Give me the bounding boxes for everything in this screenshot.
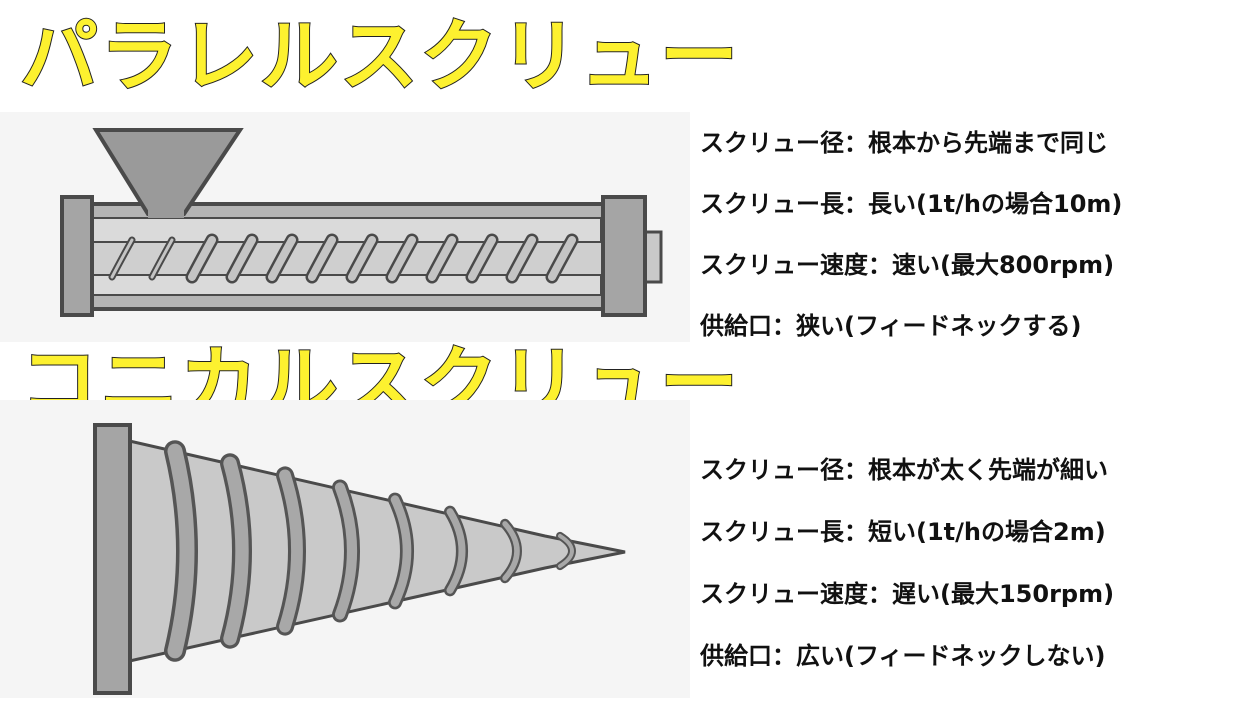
screw-flight (428, 236, 456, 281)
screw-flight (150, 238, 174, 279)
hopper-throat (148, 204, 184, 218)
screw-flight (548, 236, 576, 281)
parallel-screw-illustration (0, 112, 690, 342)
screw-flight (188, 236, 216, 281)
parallel-spec-list: スクリュー径：根本から先端まで同じ スクリュー長：長い(1t/hの場合10m) … (700, 128, 1122, 372)
screw-flight (558, 533, 574, 569)
spec-diameter: スクリュー径：根本から先端まで同じ (700, 129, 1108, 157)
screw-flight (388, 236, 416, 281)
screw-flight (348, 236, 376, 281)
screw-flight (110, 238, 134, 279)
screw-flights (164, 440, 576, 662)
screw-flight (167, 443, 195, 659)
screw-flights (108, 233, 579, 284)
parallel-screw-title: パラレルスクリュー (19, 12, 741, 102)
screw-flight (228, 236, 256, 281)
spec-speed: スクリュー速度：速い(最大800rpm) (700, 251, 1115, 279)
screw-flight (468, 236, 496, 281)
shaft-end (643, 230, 663, 284)
spec-feed-port: 供給口：広い(フィードネックしない) (700, 642, 1106, 670)
screw-flight (390, 495, 412, 607)
barrel-flange-right (601, 195, 647, 317)
spec-speed: スクリュー速度：遅い(最大150rpm) (700, 580, 1115, 608)
conical-spec-list: スクリュー径：根本が太く先端が細い スクリュー長：短い(1t/hの場合2m) ス… (700, 455, 1114, 703)
screw-flight (446, 508, 466, 594)
spec-diameter: スクリュー径：根本が太く先端が細い (700, 456, 1108, 484)
screw-flight (308, 236, 336, 281)
screw-flight (334, 482, 358, 620)
screw-root-flange (93, 423, 132, 695)
barrel-flange-left (60, 195, 94, 317)
spec-length: スクリュー長：長い(1t/hの場合10m) (700, 190, 1123, 218)
conical-screw-illustration (0, 400, 690, 698)
spec-length: スクリュー長：短い(1t/hの場合2m) (700, 518, 1106, 546)
screw-flight (268, 236, 296, 281)
screw-flight (223, 456, 249, 646)
screw-flight (508, 236, 536, 281)
screw-flight (502, 521, 520, 581)
screw-flight (279, 469, 303, 633)
spec-feed-port: 供給口：狭い(フィードネックする) (700, 312, 1082, 340)
